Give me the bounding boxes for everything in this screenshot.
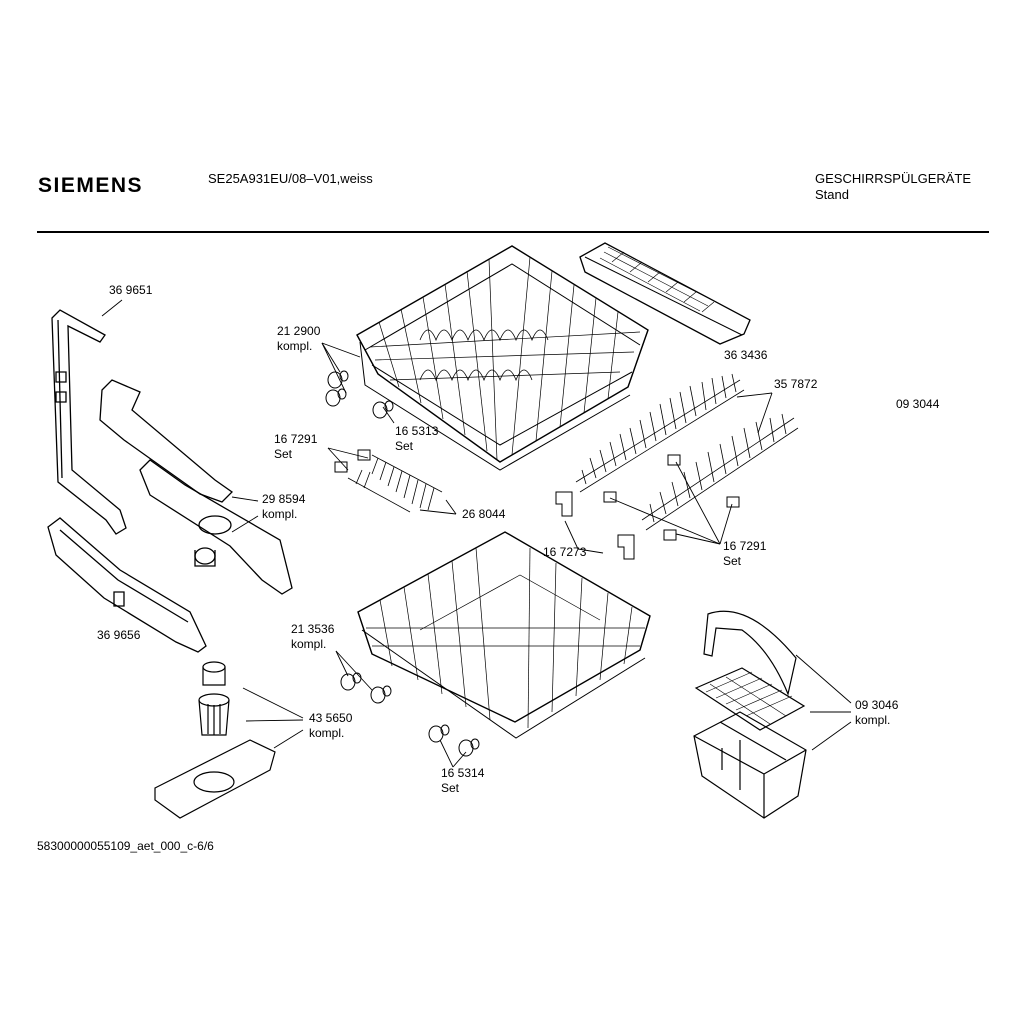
- part-qualifier: kompl.: [277, 339, 313, 353]
- part-label-16-7291-lower: 16 7291 Set: [723, 539, 766, 569]
- part-number: 16 7291: [723, 539, 767, 553]
- part-number: 35 7872: [774, 377, 818, 391]
- supply-pipe-drawing: [52, 310, 126, 534]
- part-number: 21 3536: [291, 622, 335, 636]
- part-label-21-3536: 21 3536 kompl.: [291, 622, 334, 652]
- part-label-16-5313: 16 5313 Set: [395, 424, 438, 454]
- filter-assembly-drawing: [155, 662, 275, 818]
- part-label-29-8594: 29 8594 kompl.: [262, 492, 305, 522]
- header-rule: [37, 231, 989, 233]
- category-label: GESCHIRRSPÜLGERÄTE: [815, 171, 972, 186]
- part-number: 16 5314: [441, 766, 485, 780]
- part-label-36-9651: 36 9651: [109, 283, 152, 298]
- part-qualifier: kompl.: [291, 637, 327, 651]
- category-title: GESCHIRRSPÜLGERÄTE Stand: [815, 171, 971, 203]
- upper-basket-drawing: [357, 246, 648, 470]
- model-number: SE25A931EU/08–V01,weiss: [208, 171, 373, 186]
- part-number: 29 8594: [262, 492, 306, 506]
- part-label-16-7291-upper: 16 7291 Set: [274, 432, 317, 462]
- part-number: 36 9651: [109, 283, 153, 297]
- part-label-36-9656: 36 9656: [97, 628, 140, 643]
- part-label-36-3436: 36 3436: [724, 348, 767, 363]
- part-label-26-8044: 26 8044: [462, 507, 505, 522]
- lower-basket-wheels: [341, 673, 479, 756]
- part-label-09-3046: 09 3046 kompl.: [855, 698, 898, 728]
- part-number: 16 7273: [543, 545, 587, 559]
- subcategory-label: Stand: [815, 187, 849, 202]
- part-qualifier: kompl.: [262, 507, 298, 521]
- document-number: 58300000055109_aet_000_c-6/6: [37, 839, 214, 853]
- upper-basket-wheels: [326, 371, 393, 418]
- part-label-16-5314: 16 5314 Set: [441, 766, 484, 796]
- part-number: 16 7291: [274, 432, 318, 446]
- part-number: 36 9656: [97, 628, 141, 642]
- part-qualifier: kompl.: [855, 713, 891, 727]
- part-number: 26 8044: [462, 507, 506, 521]
- part-number: 43 5650: [309, 711, 353, 725]
- part-qualifier: Set: [395, 439, 414, 453]
- brand-logo: SIEMENS: [38, 174, 144, 197]
- part-qualifier: Set: [441, 781, 460, 795]
- upper-spray-arm-drawing: [100, 380, 292, 594]
- part-qualifier: kompl.: [309, 726, 345, 740]
- part-label-35-7872: 35 7872: [774, 377, 817, 392]
- diagram-id: 09 3044: [896, 397, 940, 411]
- clip-parts: [335, 450, 739, 559]
- cutlery-tray-drawing: [580, 243, 750, 344]
- tine-rack-small-drawing: [348, 455, 442, 512]
- part-number: 36 3436: [724, 348, 768, 362]
- part-number: 16 5313: [395, 424, 439, 438]
- part-label-16-7273: 16 7273: [543, 545, 586, 560]
- tine-rack-right-drawing: [576, 374, 798, 530]
- part-number: 21 2900: [277, 324, 321, 338]
- part-number: 09 3046: [855, 698, 899, 712]
- part-label-21-2900: 21 2900 kompl.: [277, 324, 320, 354]
- part-label-43-5650: 43 5650 kompl.: [309, 711, 352, 741]
- part-qualifier: Set: [274, 447, 293, 461]
- lower-basket-drawing: [358, 532, 650, 738]
- cutlery-basket-drawing: [694, 611, 806, 818]
- part-qualifier: Set: [723, 554, 742, 568]
- lower-spray-arm-drawing: [48, 518, 206, 652]
- leader-lines: [102, 300, 851, 767]
